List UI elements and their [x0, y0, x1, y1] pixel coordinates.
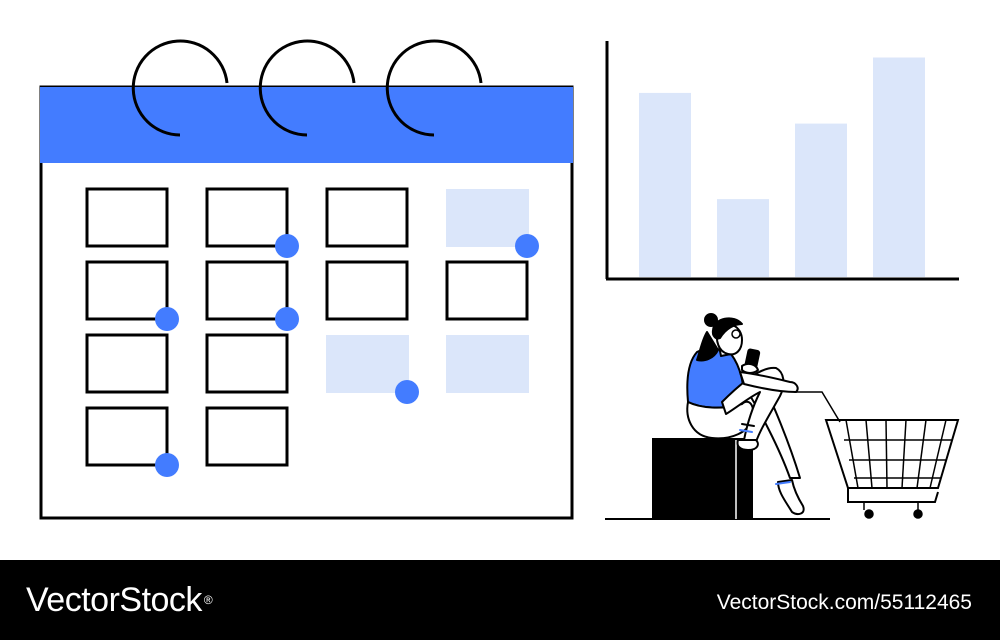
event-dot — [275, 234, 299, 258]
event-dot — [275, 307, 299, 331]
binder-ring — [258, 39, 356, 137]
brand-name: VectorStock — [26, 581, 202, 619]
calendar-day-highlight — [446, 335, 529, 393]
illustration — [39, 39, 960, 520]
calendar-rings — [131, 39, 483, 137]
calendar-day — [85, 260, 169, 321]
event-dot — [155, 453, 179, 477]
chart-bar — [717, 199, 769, 277]
calendar — [39, 39, 574, 520]
image-id: VectorStock.com/55112465 — [716, 591, 972, 614]
calendar-day — [325, 187, 409, 248]
registered-mark: ® — [203, 593, 213, 607]
seat-box — [652, 438, 753, 519]
vectorstock-logo: VectorStock® — [26, 580, 213, 620]
bar-chart — [605, 41, 959, 281]
calendar-grid — [85, 187, 539, 477]
calendar-day — [85, 187, 169, 248]
watermark-bar: VectorStock® VectorStock.com/55112465 — [0, 560, 1000, 640]
binder-ring — [385, 39, 483, 137]
calendar-day-highlight — [326, 335, 409, 393]
event-dot — [515, 234, 539, 258]
woman-figure — [686, 313, 805, 515]
calendar-day — [205, 333, 289, 394]
calendar-day — [205, 406, 289, 467]
calendar-day — [85, 333, 169, 394]
chart-bar — [795, 123, 847, 277]
shopping-cart — [794, 391, 960, 519]
calendar-day — [205, 260, 289, 321]
calendar-day — [325, 260, 409, 321]
calendar-day — [205, 187, 289, 248]
calendar-day — [445, 260, 529, 321]
calendar-day — [85, 406, 169, 467]
chart-bar — [639, 92, 691, 277]
chart-bar — [873, 57, 925, 277]
event-dot — [395, 380, 419, 404]
calendar-header — [40, 87, 573, 163]
event-dot — [155, 307, 179, 331]
binder-ring — [131, 39, 229, 137]
calendar-day-highlight — [446, 189, 529, 247]
